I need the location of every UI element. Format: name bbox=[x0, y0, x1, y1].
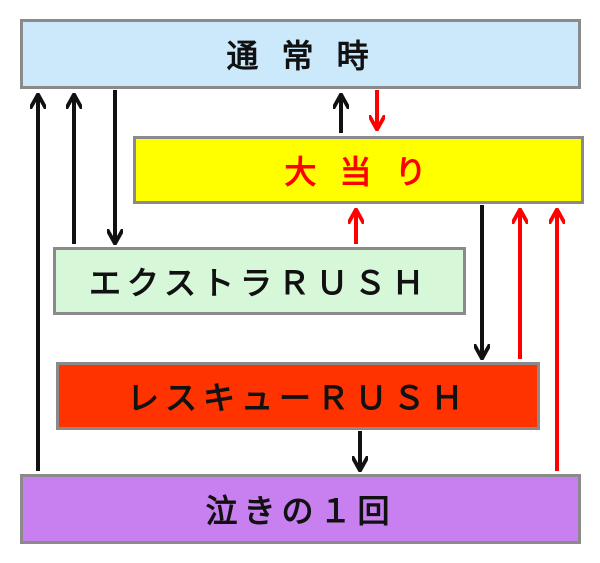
box-cry-once-label: 泣きの１回 bbox=[205, 492, 396, 530]
box-jackpot: 大 当 り bbox=[133, 136, 584, 204]
box-rescue-rush: レスキューＲＵＳＨ bbox=[56, 362, 540, 430]
box-extra-rush-label: エクストラＲＵＳＨ bbox=[88, 264, 431, 302]
box-normal: 通 常 時 bbox=[20, 19, 581, 89]
box-jackpot-label: 大 当 り bbox=[284, 153, 433, 191]
box-rescue-rush-label: レスキューＲＵＳＨ bbox=[126, 379, 469, 417]
box-cry-once: 泣きの１回 bbox=[20, 474, 581, 544]
box-normal-label: 通 常 時 bbox=[226, 37, 375, 75]
box-extra-rush: エクストラＲＵＳＨ bbox=[53, 247, 466, 315]
